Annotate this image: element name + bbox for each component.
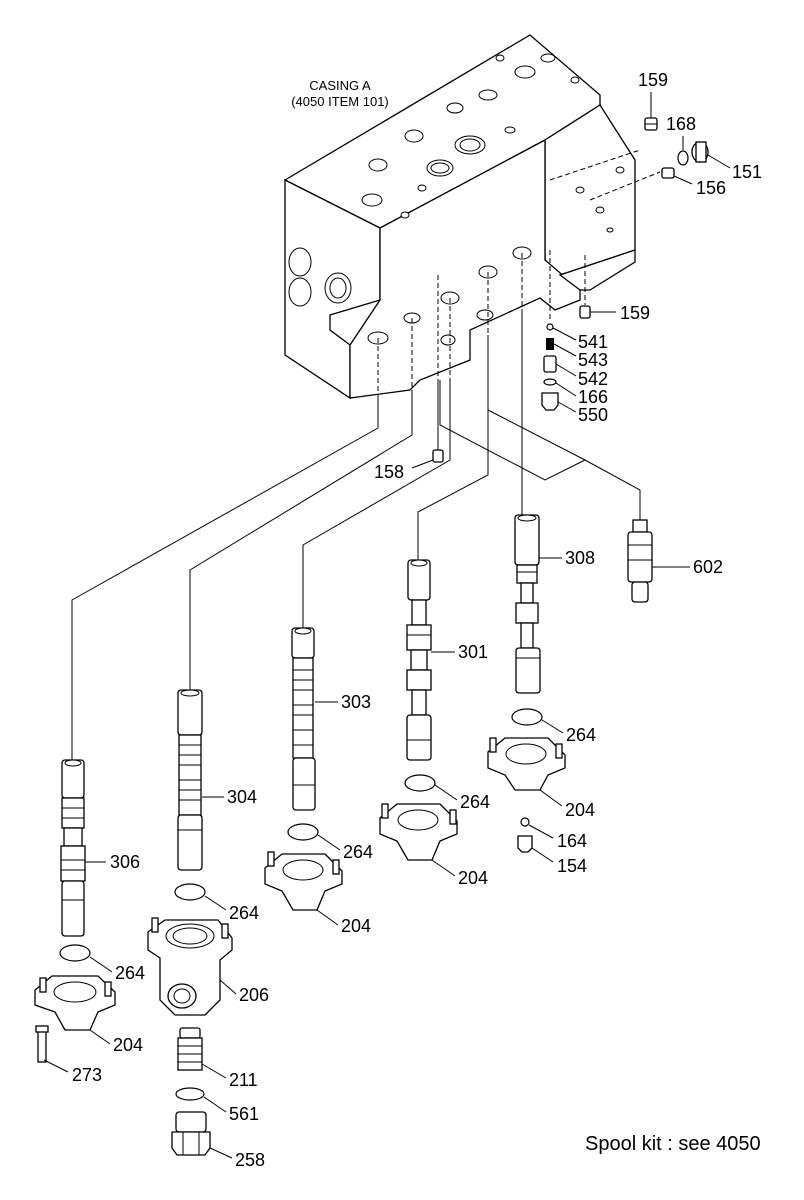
check-valve-stack bbox=[541, 323, 577, 413]
label-264-b: 264 bbox=[460, 792, 490, 812]
spool-kit-note: Spool kit : see 4050 bbox=[585, 1133, 761, 1155]
part-159-top bbox=[644, 92, 658, 131]
part-168 bbox=[677, 136, 689, 166]
label-602: 602 bbox=[693, 557, 723, 577]
label-308: 308 bbox=[565, 548, 595, 568]
assembly-axes bbox=[377, 149, 661, 395]
label-258: 258 bbox=[235, 1150, 265, 1170]
label-204-c: 204 bbox=[341, 916, 371, 936]
label-204-a: 204 bbox=[565, 800, 595, 820]
casing-label: CASING A (4050 ITEM 101) bbox=[291, 78, 389, 109]
label-168: 168 bbox=[666, 114, 696, 134]
casing-a bbox=[283, 34, 636, 400]
label-204-e: 204 bbox=[113, 1035, 143, 1055]
spool-303 bbox=[291, 627, 338, 811]
casing-subtitle: (4050 ITEM 101) bbox=[291, 94, 389, 109]
label-158: 158 bbox=[374, 462, 404, 482]
spool-304 bbox=[177, 689, 224, 871]
label-151: 151 bbox=[732, 162, 762, 182]
cover-group-306 bbox=[34, 944, 116, 1073]
label-542: 542 bbox=[578, 369, 608, 389]
label-541: 541 bbox=[578, 332, 608, 352]
cover-group-304 bbox=[147, 883, 237, 1159]
label-206: 206 bbox=[239, 985, 269, 1005]
part-602-relief-valve bbox=[627, 519, 690, 603]
label-166: 166 bbox=[578, 387, 608, 407]
label-301: 301 bbox=[458, 642, 488, 662]
casing-title: CASING A bbox=[309, 78, 371, 93]
part-158 bbox=[411, 449, 444, 469]
label-264-c: 264 bbox=[343, 842, 373, 862]
cover-group-301 bbox=[379, 774, 458, 877]
label-264-e: 264 bbox=[115, 963, 145, 983]
part-151 bbox=[691, 141, 731, 169]
label-561: 561 bbox=[229, 1104, 259, 1124]
label-303: 303 bbox=[341, 692, 371, 712]
cover-group-308 bbox=[487, 708, 566, 863]
label-264-a: 264 bbox=[566, 725, 596, 745]
label-264-d: 264 bbox=[229, 903, 259, 923]
label-543: 543 bbox=[578, 350, 608, 370]
label-211: 211 bbox=[229, 1070, 258, 1090]
part-159-mid bbox=[579, 305, 616, 319]
cover-group-303 bbox=[264, 823, 343, 926]
label-204-b: 204 bbox=[458, 868, 488, 888]
spool-308 bbox=[514, 514, 562, 694]
part-numbers: 159 168 151 156 159 541 543 542 166 550 … bbox=[72, 70, 762, 1170]
label-304: 304 bbox=[227, 787, 257, 807]
label-273: 273 bbox=[72, 1065, 102, 1085]
spring-543-icon bbox=[546, 338, 554, 350]
label-159-top: 159 bbox=[638, 70, 668, 90]
label-306: 306 bbox=[110, 852, 140, 872]
spool-301 bbox=[406, 559, 455, 761]
label-159-mid: 159 bbox=[620, 303, 650, 323]
label-154: 154 bbox=[557, 856, 587, 876]
label-156: 156 bbox=[696, 178, 726, 198]
label-550: 550 bbox=[578, 405, 608, 425]
spool-axis-lines bbox=[71, 310, 641, 760]
label-164: 164 bbox=[557, 831, 587, 851]
part-156 bbox=[661, 167, 693, 185]
spool-306 bbox=[60, 759, 106, 937]
